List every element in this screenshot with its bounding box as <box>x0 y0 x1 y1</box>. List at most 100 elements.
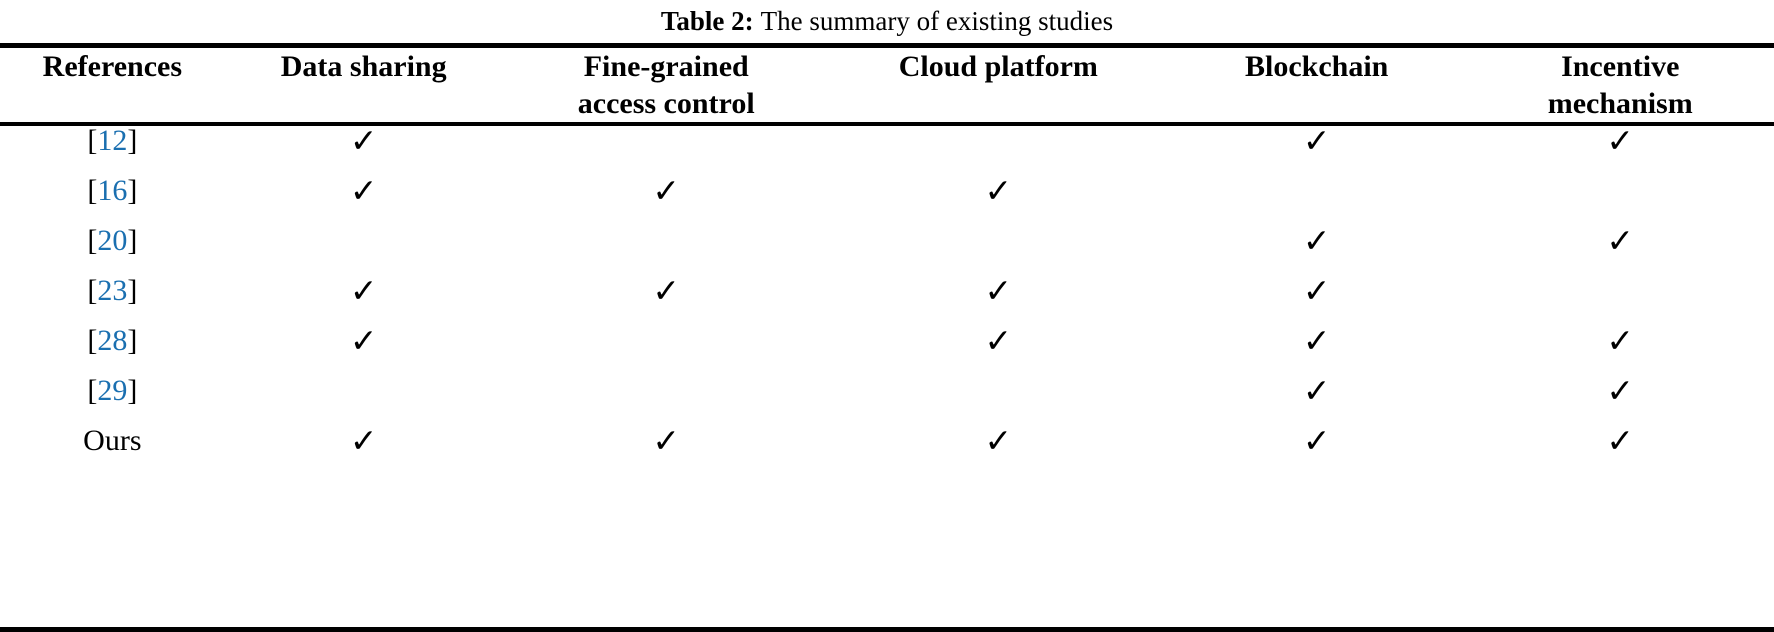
citation-link[interactable]: [23] <box>87 274 137 307</box>
check-icon: ✓ <box>1606 324 1635 361</box>
check-icon: ✓ <box>1302 274 1331 311</box>
column-header-line1: Cloud platform <box>898 50 1098 83</box>
cell-blockchain: ✓ <box>1167 226 1467 276</box>
column-header-line1: Blockchain <box>1244 50 1389 83</box>
cell-cloud-platform: ✓ <box>830 226 1167 276</box>
cell-cloud-platform: ✓ <box>830 326 1167 376</box>
cell-data-sharing: ✓ <box>225 124 503 176</box>
cell-blockchain: ✓ <box>1167 276 1467 326</box>
column-header-line1: Fine-grained <box>583 50 749 83</box>
reference-close-bracket: ] <box>127 274 138 308</box>
reference-number[interactable]: 28 <box>97 324 128 358</box>
cell-fine-grained-access-control: ✓ <box>503 326 830 376</box>
check-icon: ✓ <box>349 124 378 161</box>
cell-data-sharing: ✓ <box>225 426 503 476</box>
cell-cloud-platform: ✓ <box>830 426 1167 476</box>
cell-blockchain: ✓ <box>1167 326 1467 376</box>
reference-label: Ours <box>83 424 141 457</box>
column-header-cloud-platform: Cloud platform <box>830 48 1167 124</box>
reference-open-bracket: [ <box>87 324 98 358</box>
cell-incentive-mechanism: ✓ <box>1466 376 1774 426</box>
check-icon: ✓ <box>652 174 681 211</box>
cell-data-sharing: ✓ <box>225 226 503 276</box>
cell-cloud-platform: ✓ <box>830 124 1167 176</box>
cell-cloud-platform: ✓ <box>830 176 1167 226</box>
cell-incentive-mechanism: ✓ <box>1466 124 1774 176</box>
table-caption: Table 2:The summary of existing studies <box>0 0 1774 43</box>
check-icon: ✓ <box>984 424 1013 461</box>
reference-number[interactable]: 29 <box>97 374 128 408</box>
check-icon: ✓ <box>1302 224 1331 261</box>
table-rule-bottom <box>0 627 1774 632</box>
check-icon: ✓ <box>349 174 378 211</box>
check-icon: ✓ <box>349 324 378 361</box>
cell-fine-grained-access-control: ✓ <box>503 276 830 326</box>
cell-data-sharing: ✓ <box>225 176 503 226</box>
reference-close-bracket: ] <box>127 324 138 358</box>
check-icon: ✓ <box>652 424 681 461</box>
check-icon: ✓ <box>349 424 378 461</box>
reference-number[interactable]: 20 <box>97 224 128 258</box>
cell-blockchain: ✓ <box>1167 376 1467 426</box>
cell-fine-grained-access-control: ✓ <box>503 176 830 226</box>
table-row: [16]✓✓✓✓✓ <box>0 176 1774 226</box>
table-row: [28] ✓ ✓ ✓ ✓ ✓ <box>0 326 1774 376</box>
table-row: Ours ✓ ✓ ✓ ✓ ✓ <box>0 426 1774 476</box>
check-icon: ✓ <box>1302 124 1331 161</box>
reference-close-bracket: ] <box>127 374 138 408</box>
table-rule-top <box>0 43 1774 48</box>
cell-incentive-mechanism: ✓ <box>1466 276 1774 326</box>
column-header-data-sharing: Data sharing <box>225 48 503 124</box>
cell-fine-grained-access-control: ✓ <box>503 376 830 426</box>
reference-cell: [28] <box>0 326 225 376</box>
check-icon: ✓ <box>984 274 1013 311</box>
reference-open-bracket: [ <box>87 174 98 208</box>
cell-blockchain: ✓ <box>1167 124 1467 176</box>
reference-cell: [20] <box>0 226 225 276</box>
cell-blockchain: ✓ <box>1167 176 1467 226</box>
citation-link[interactable]: [16] <box>87 174 137 207</box>
citation-link[interactable]: [28] <box>87 324 137 357</box>
check-icon: ✓ <box>984 174 1013 211</box>
column-header-blockchain: Blockchain <box>1167 48 1467 124</box>
reference-number[interactable]: 12 <box>97 124 128 158</box>
check-icon: ✓ <box>1606 424 1635 461</box>
check-icon: ✓ <box>984 324 1013 361</box>
table-row: [23] ✓ ✓ ✓ ✓ ✓ <box>0 276 1774 326</box>
reference-number[interactable]: 16 <box>97 174 128 208</box>
cell-data-sharing: ✓ <box>225 326 503 376</box>
caption-text: The summary of existing studies <box>760 6 1114 36</box>
citation-link[interactable]: [29] <box>87 374 137 407</box>
cell-fine-grained-access-control: ✓ <box>503 124 830 176</box>
cell-data-sharing: ✓ <box>225 376 503 426</box>
check-icon: ✓ <box>349 274 378 311</box>
check-icon: ✓ <box>1606 224 1635 261</box>
rule-mid-holder <box>0 476 1774 627</box>
column-header-line1: Data sharing <box>280 50 447 83</box>
reference-cell: [23] <box>0 276 225 326</box>
reference-open-bracket: [ <box>87 274 98 308</box>
table-row: [29]✓✓✓✓✓ <box>0 376 1774 426</box>
reference-number[interactable]: 23 <box>97 274 128 308</box>
cell-cloud-platform: ✓ <box>830 376 1167 426</box>
table-row: [12]✓✓✓✓✓ <box>0 124 1774 176</box>
cell-fine-grained-access-control: ✓ <box>503 426 830 476</box>
caption-label: Table 2: <box>660 6 754 36</box>
reference-close-bracket: ] <box>127 224 138 258</box>
table-body: [12]✓✓✓✓✓[16]✓✓✓✓✓[20]✓✓✓✓✓[23]✓✓✓✓✓[28]… <box>0 124 1774 476</box>
cell-cloud-platform: ✓ <box>830 276 1167 326</box>
check-icon: ✓ <box>1302 424 1331 461</box>
reference-cell: [12] <box>0 124 225 176</box>
column-header-references: References <box>0 48 225 124</box>
citation-link[interactable]: [12] <box>87 124 137 157</box>
cell-blockchain: ✓ <box>1167 426 1467 476</box>
citation-link[interactable]: [20] <box>87 224 137 257</box>
column-header-line1: References <box>42 50 183 83</box>
reference-number: Ours <box>83 424 142 458</box>
